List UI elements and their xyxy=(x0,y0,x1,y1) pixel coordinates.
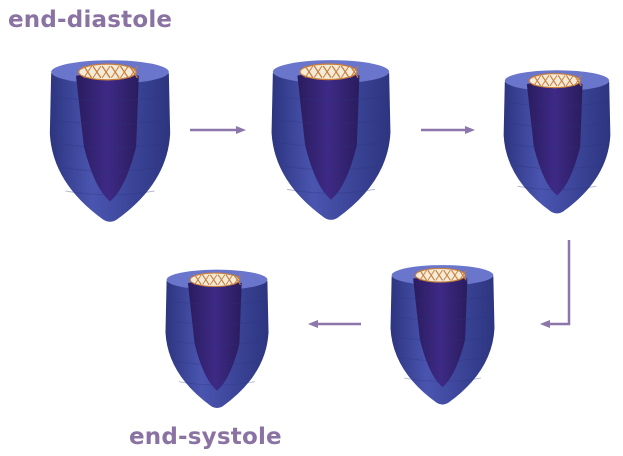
arrow-stage-3-to-4 xyxy=(540,240,569,328)
arrow-stage-4-to-5 xyxy=(308,320,361,328)
arrow-stage-2-to-3 xyxy=(421,126,475,134)
arrow-stage-1-to-2 xyxy=(190,126,246,134)
